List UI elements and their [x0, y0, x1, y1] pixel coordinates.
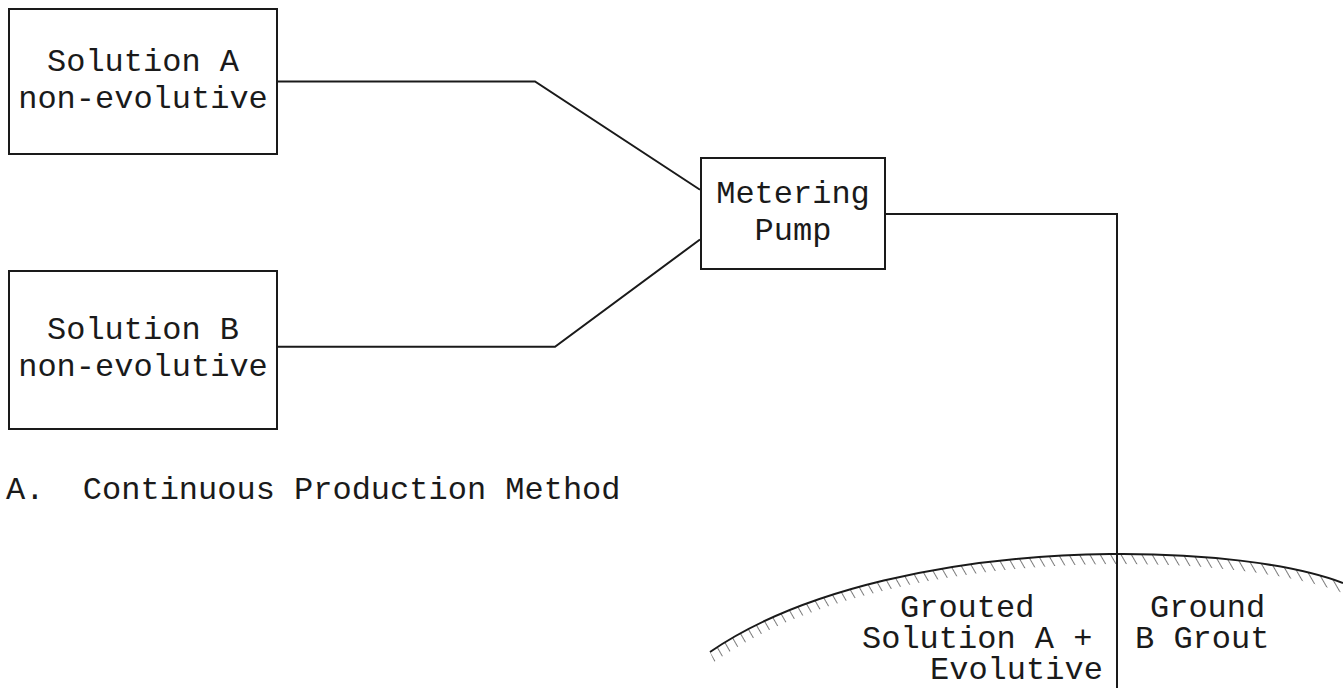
feed-line [278, 239, 700, 346]
injection-pipe [886, 214, 1117, 688]
box-label: Solution B non-evolutive [17, 313, 269, 387]
box-label: Solution A non-evolutive [17, 45, 269, 119]
figure-caption: A. Continuous Production Method [4, 473, 623, 510]
process-box: Metering Pump [700, 157, 886, 270]
box-label: Metering Pump [709, 177, 877, 251]
ground-label: Solution A + [860, 625, 1094, 655]
ground-label: Ground [1148, 594, 1267, 624]
process-box: Solution A non-evolutive [8, 8, 278, 155]
ground-hatch [710, 554, 1343, 662]
process-box: Solution B non-evolutive [8, 270, 278, 430]
feed-line [278, 82, 700, 190]
ground-label: B Grout [1133, 625, 1271, 655]
ground-label: Evolutive [928, 656, 1105, 686]
ground-label: Grouted [898, 594, 1036, 624]
